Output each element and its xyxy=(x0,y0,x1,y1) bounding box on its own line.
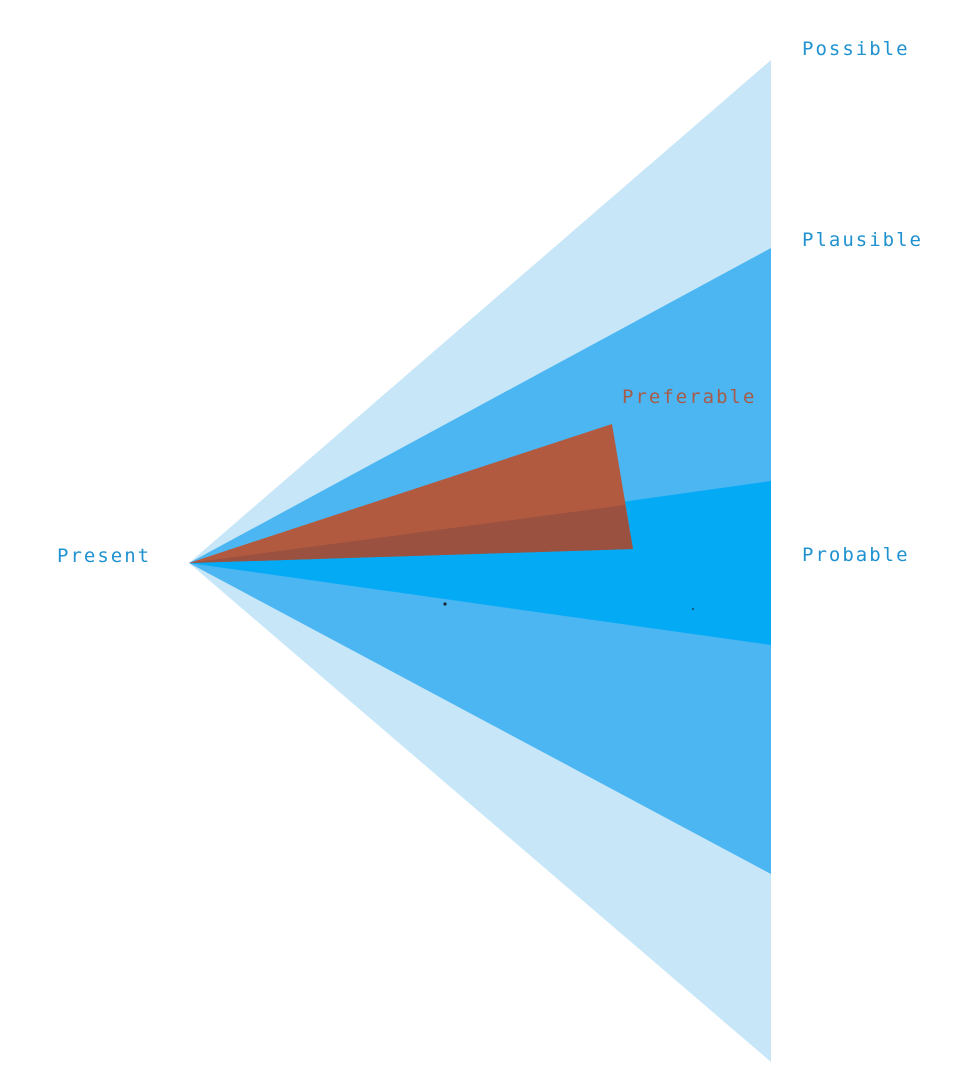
present-label: Present xyxy=(57,545,152,567)
speck-dot xyxy=(443,602,447,606)
preferable-label: Preferable xyxy=(622,386,757,408)
preferable-cone-shade xyxy=(189,505,633,563)
plausible-label: Plausible xyxy=(802,229,923,251)
probable-label: Probable xyxy=(802,544,910,566)
speck-dot xyxy=(692,608,694,610)
possible-label: Possible xyxy=(802,38,910,60)
